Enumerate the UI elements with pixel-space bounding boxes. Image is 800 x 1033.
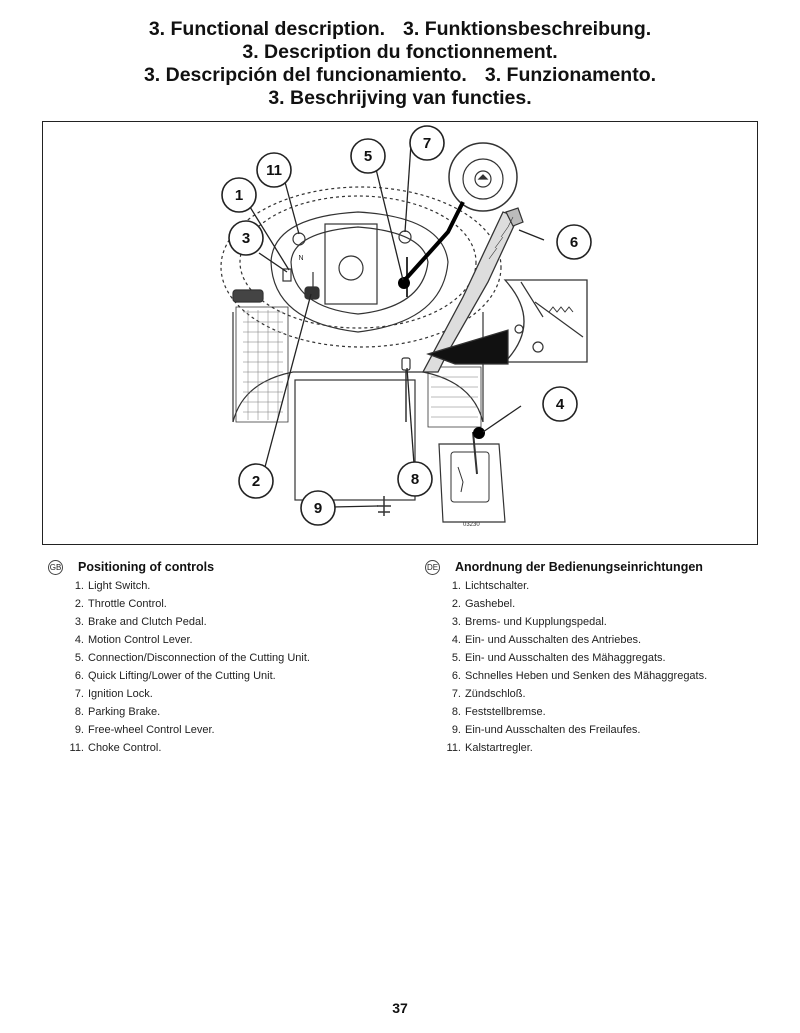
- choke-mark: N: [298, 255, 303, 262]
- callout-8: 8: [397, 461, 433, 497]
- de-list: 1.Lichtschalter. 2.Gashebel. 3.Brems- un…: [425, 577, 775, 757]
- svg-text:5: 5: [364, 148, 372, 165]
- list-item: 11.Kalstartregler.: [446, 742, 533, 754]
- list-item: 8.Feststellbremse.: [451, 706, 546, 718]
- list-item: 11.Choke Control.: [69, 742, 162, 754]
- callout-2: 2: [238, 463, 274, 499]
- gb-badge: GB: [48, 559, 63, 575]
- svg-text:1: 1: [235, 187, 243, 204]
- gb-header: GB Positioning of controls: [48, 558, 398, 576]
- callout-1: 1: [221, 177, 257, 213]
- list-item: 8.Parking Brake.: [74, 706, 161, 718]
- list-item: 1.Lichtschalter.: [451, 580, 530, 592]
- svg-text:4: 4: [556, 396, 565, 413]
- list-item: 7.Ignition Lock.: [74, 688, 153, 700]
- callout-4: 4: [542, 386, 578, 422]
- page-title: 3. Functional description. 3. Funktionsbe…: [0, 18, 800, 110]
- svg-text:11: 11: [266, 162, 282, 179]
- gb-list: 1.Light Switch. 2.Throttle Control. 3.Br…: [48, 577, 398, 757]
- title-line-4: 3. Beschrijving van functies.: [0, 87, 800, 110]
- center-panel: [324, 223, 378, 305]
- de-badge: DE: [425, 559, 440, 575]
- list-item: 6.Quick Lifting/Lower of the Cutting Uni…: [74, 670, 276, 682]
- callout-5: 5: [350, 138, 386, 174]
- svg-text:8: 8: [411, 471, 419, 488]
- callout-6: 6: [556, 224, 592, 260]
- svg-text:3: 3: [242, 230, 250, 247]
- callout-9: 9: [300, 490, 336, 526]
- title-nl: 3. Beschrijving van functies.: [268, 87, 532, 109]
- controls-illustration: 1 2 3 4 5 6 7 8 9 11 N 03230: [220, 125, 592, 528]
- svg-text:9: 9: [314, 500, 322, 517]
- lift-detail-zoom: [503, 279, 588, 363]
- list-item: 6.Schnelles Heben und Senken des Mähaggr…: [451, 670, 708, 682]
- title-de: 3. Funktionsbeschreibung.: [403, 18, 652, 40]
- list-item: 3.Brems- und Kupplungspedal.: [451, 616, 607, 628]
- steering-sweep-outline: [220, 186, 502, 348]
- list-item: 5.Ein- und Ausschalten des Mähaggregats.: [451, 652, 666, 664]
- list-item: 5.Connection/Disconnection of the Cuttin…: [74, 652, 310, 664]
- list-item: 7.Zündschloß.: [451, 688, 526, 700]
- list-item: 4.Ein- und Ausschalten des Antriebes.: [451, 634, 642, 646]
- list-item: 9.Ein-und Ausschalten des Freilaufes.: [451, 724, 641, 736]
- callout-3: 3: [228, 220, 264, 256]
- figure-code: 03230: [463, 522, 480, 528]
- brake-pedal: [232, 289, 264, 303]
- title-line-1: 3. Functional description. 3. Funktionsbe…: [0, 18, 800, 41]
- de-title: Anordnung der Bedienungseinrichtungen: [455, 560, 703, 574]
- title-line-3: 3. Descripción del funcionamiento. 3. Fun…: [0, 64, 800, 87]
- seat-area: [294, 379, 416, 501]
- list-item: 9.Free-wheel Control Lever.: [74, 724, 215, 736]
- title-es: 3. Descripción del funcionamiento.: [143, 64, 467, 86]
- callout-11: 11: [256, 152, 292, 188]
- gb-title: Positioning of controls: [78, 560, 215, 574]
- title-it: 3. Funzionamento.: [484, 64, 657, 86]
- page-number: 37: [392, 1000, 408, 1016]
- callout-7: 7: [409, 125, 445, 161]
- list-item: 1.Light Switch.: [74, 580, 151, 592]
- svg-text:7: 7: [423, 135, 431, 152]
- de-section: DE Anordnung der Bedienungseinrichtungen…: [425, 558, 775, 757]
- list-item: 4.Motion Control Lever.: [74, 634, 193, 646]
- title-en: 3. Functional description.: [148, 18, 386, 40]
- svg-text:6: 6: [570, 234, 578, 251]
- de-header: DE Anordnung der Bedienungseinrichtungen: [425, 558, 775, 576]
- list-item: 3.Brake and Clutch Pedal.: [74, 616, 207, 628]
- list-item: 2.Throttle Control.: [74, 598, 167, 610]
- throttle-knob: [304, 286, 320, 300]
- svg-text:2: 2: [252, 473, 260, 490]
- title-line-2: 3. Description du fonctionnement.: [0, 41, 800, 64]
- list-item: 2.Gashebel.: [451, 598, 516, 610]
- dashboard-hood: [270, 211, 449, 333]
- title-fr: 3. Description du fonctionnement.: [242, 41, 558, 63]
- controls-diagram: 1 2 3 4 5 6 7 8 9 11 N 03230: [42, 121, 758, 545]
- gb-section: GB Positioning of controls 1.Light Switc…: [48, 558, 398, 757]
